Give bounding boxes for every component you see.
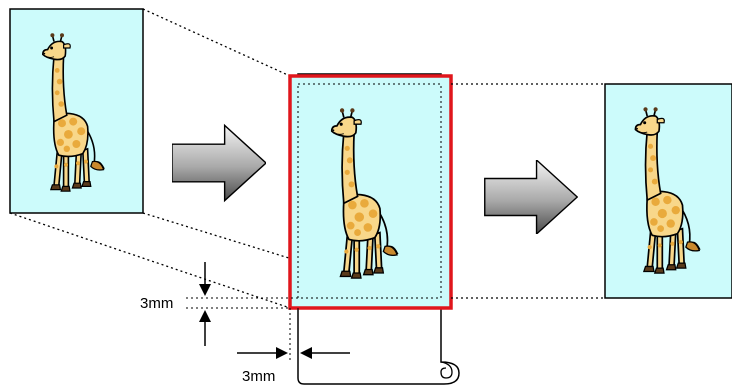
top-margin-label: 3mm <box>140 295 173 312</box>
source-image <box>10 9 143 213</box>
output-image <box>605 84 732 298</box>
enlarged-image-on-paper <box>290 74 459 384</box>
right-arrow-icon <box>172 125 266 200</box>
right-arrow-icon <box>485 160 578 234</box>
left-margin-label: 3mm <box>242 368 275 385</box>
top-margin-dimension: 3mm <box>140 262 298 346</box>
